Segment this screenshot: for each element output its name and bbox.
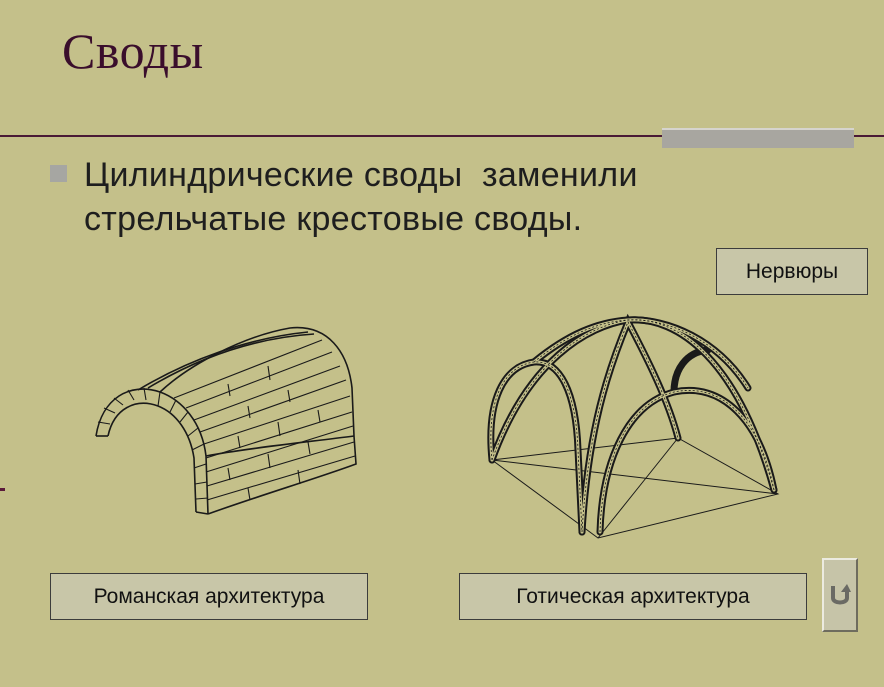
ribs-label-text: Нервюры: [745, 259, 839, 283]
title-divider: [0, 135, 884, 137]
left-edge-accent: [0, 488, 5, 491]
bullet-square-icon: [50, 165, 67, 182]
bullet-line-2: стрельчатые крестовые своды.: [84, 200, 583, 238]
rib-vault-image: [487, 313, 780, 539]
barrel-vault-image: [95, 326, 357, 515]
title-divider-accent: [662, 128, 854, 148]
bullet-text: Цилиндрические своды заменили стрельчаты…: [84, 153, 724, 241]
gothic-label-text: Готическая архитектура: [516, 584, 750, 608]
slide-title: Своды: [62, 23, 204, 79]
gothic-label[interactable]: Готическая архитектура: [459, 573, 807, 620]
return-arrow-icon: [831, 584, 851, 605]
return-button[interactable]: [822, 558, 858, 632]
romanesque-label-text: Романская архитектура: [93, 584, 325, 608]
bullet-line-1: Цилиндрические своды заменили: [84, 156, 638, 194]
romanesque-label[interactable]: Романская архитектура: [50, 573, 368, 620]
ribs-label[interactable]: Нервюры: [716, 248, 868, 295]
